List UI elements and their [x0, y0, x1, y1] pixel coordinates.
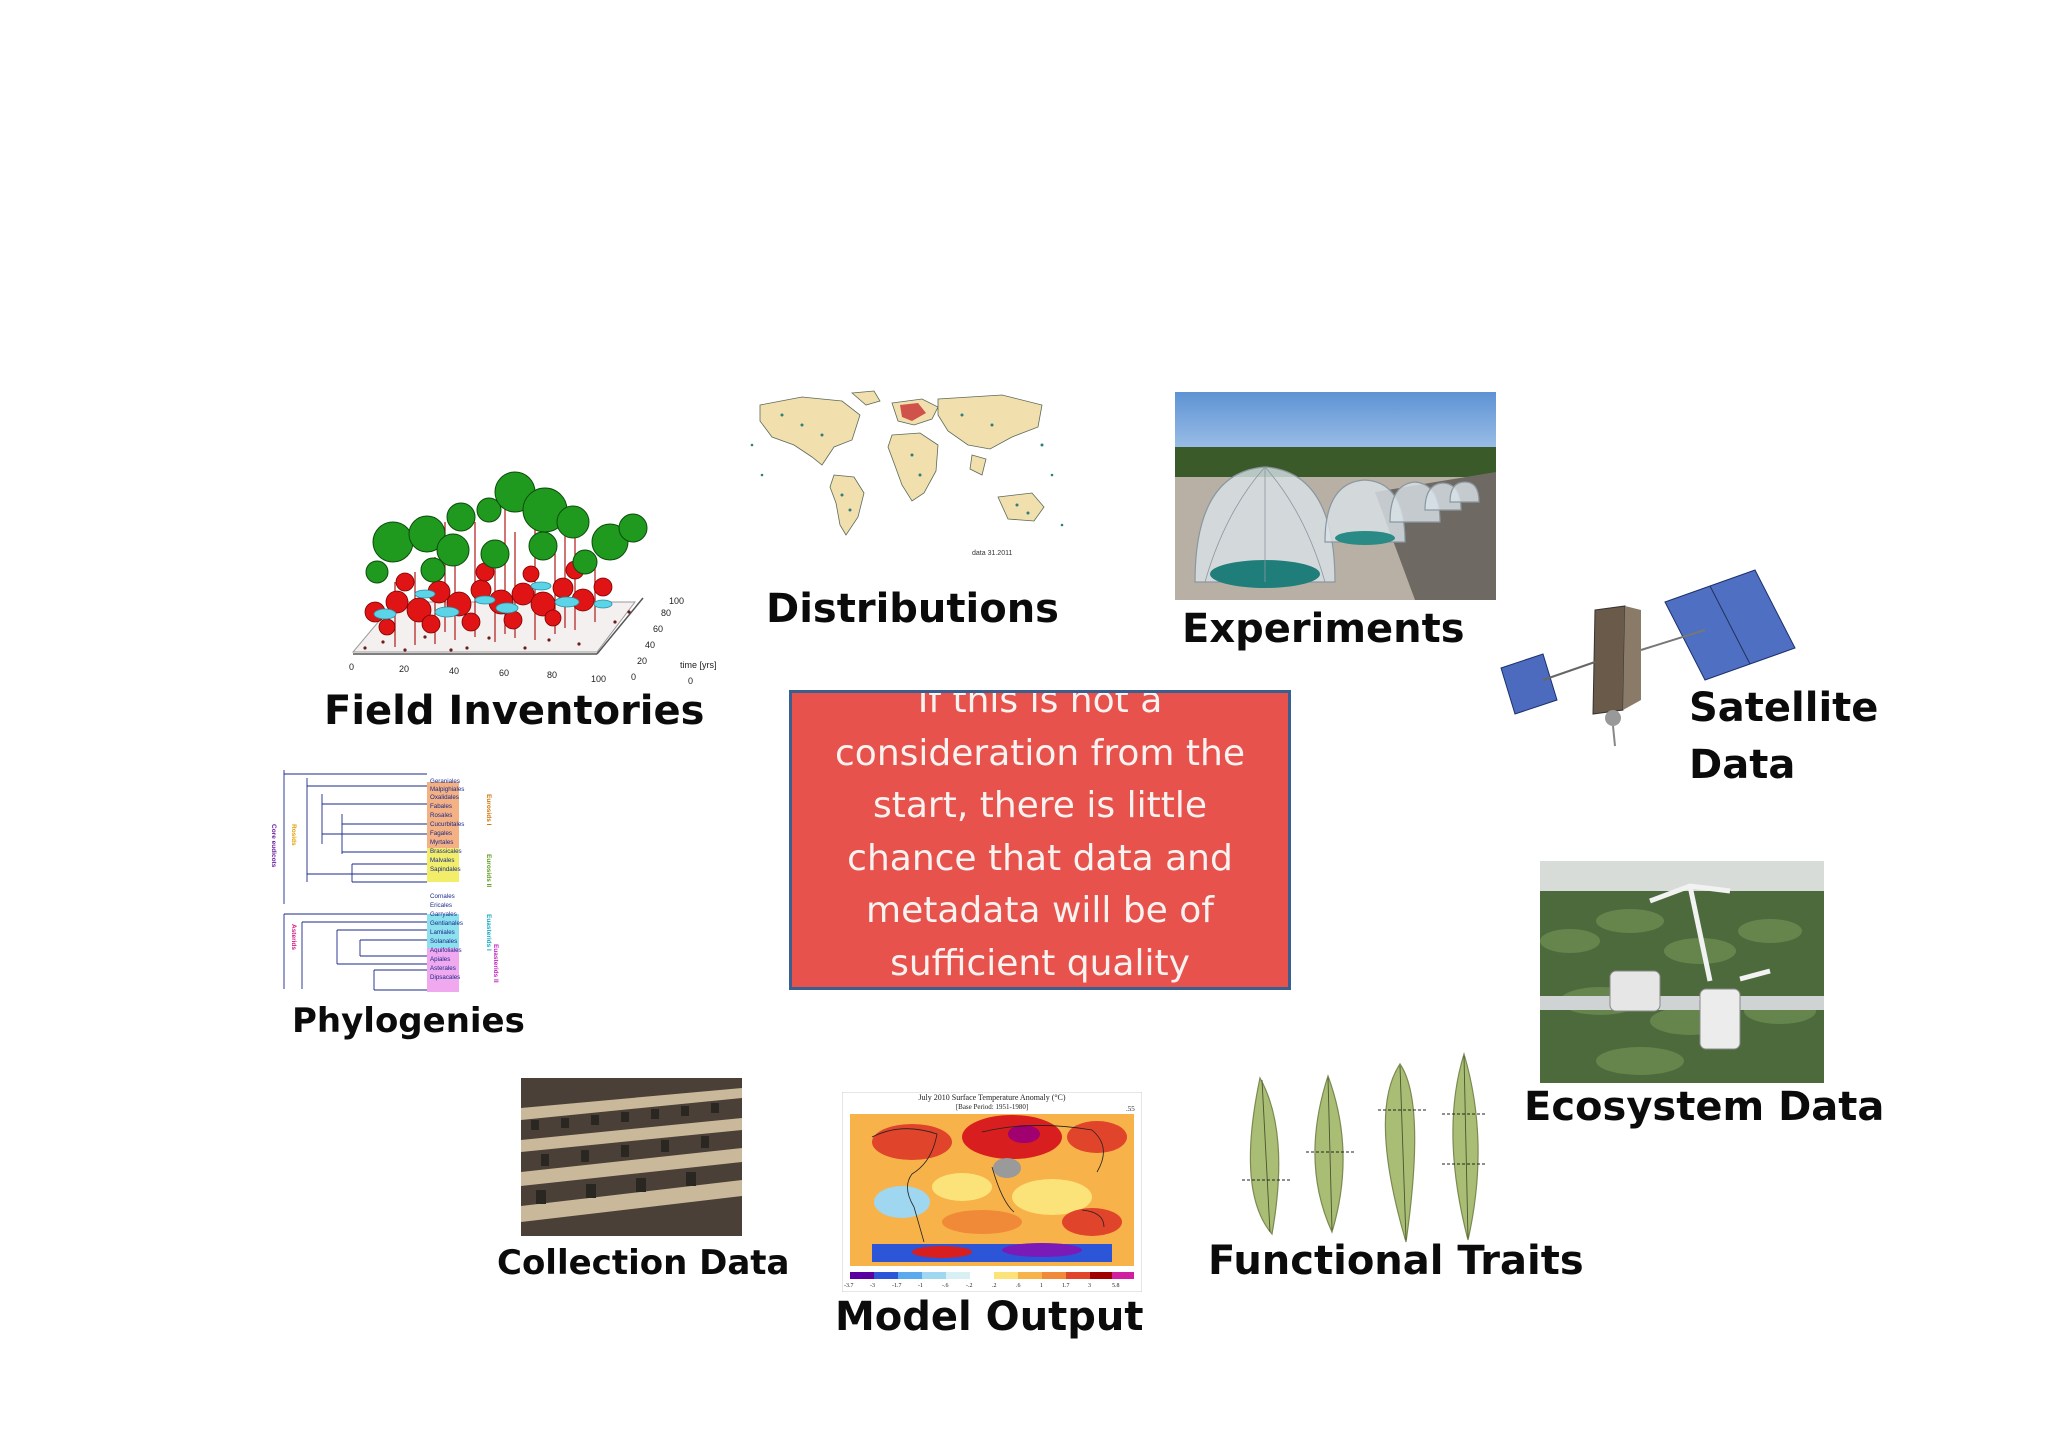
svg-text:Eurosids II: Eurosids II [485, 854, 492, 887]
svg-text:Eurosids I: Eurosids I [485, 794, 492, 826]
svg-text:Rosales: Rosales [430, 812, 452, 819]
svg-text:Euasterids I: Euasterids I [485, 914, 492, 951]
svg-text:Fagales: Fagales [430, 830, 452, 837]
field-inventory-svg: 0 20 40 60 80 100 0 20 40 60 80 100 time… [349, 471, 717, 686]
svg-text:Apiales: Apiales [430, 956, 450, 963]
leaves-svg [1242, 1052, 1486, 1243]
svg-text:Sapindales: Sapindales [430, 866, 461, 873]
map-corner-value: .55 [1126, 1105, 1135, 1113]
svg-text:Geraniales: Geraniales [430, 778, 460, 785]
svg-text:Oxalidales: Oxalidales [430, 794, 459, 801]
experiment-domes-photo [1175, 392, 1496, 600]
label-collection-data: Collection Data [497, 1243, 790, 1283]
svg-text:Brassicales: Brassicales [430, 848, 462, 855]
map-credit: data 31.2011 [972, 550, 1012, 557]
collection-specimens-photo [521, 1078, 742, 1236]
scale-tick: .6 [1016, 1283, 1021, 1289]
label-distributions: Distributions [766, 586, 1059, 632]
x-tick: 60 [499, 668, 509, 678]
scale-tick: 1.7 [1062, 1283, 1070, 1289]
ecosystem-tower-photo [1540, 861, 1824, 1083]
satellite-image [1495, 550, 1800, 750]
svg-text:Rosids: Rosids [290, 824, 297, 846]
label-field-inventories: Field Inventories [324, 688, 705, 734]
x-tick: 80 [547, 670, 557, 680]
svg-text:Asterids: Asterids [290, 924, 297, 950]
y-tick: 60 [653, 624, 663, 634]
svg-text:Malpighiales: Malpighiales [430, 786, 464, 793]
scale-tick: .2 [992, 1283, 997, 1289]
scale-tick: -1 [918, 1283, 923, 1289]
label-phylogenies: Phylogenies [292, 1001, 525, 1041]
distribution-world-map: data 31.2011 [742, 385, 1070, 563]
x-tick: 40 [449, 666, 459, 676]
callout-text: If this is not a consideration from the … [835, 690, 1245, 984]
svg-text:Asterales: Asterales [430, 965, 456, 972]
temperature-anomaly-map: July 2010 Surface Temperature Anomaly (°… [842, 1092, 1142, 1292]
scale-tick: -3 [870, 1283, 875, 1289]
y-axis-label: time [yrs] [680, 660, 717, 670]
label-functional-traits: Functional Traits [1208, 1238, 1584, 1284]
y-tick: 100 [669, 596, 684, 606]
collection-svg [521, 1078, 742, 1236]
scale-tick: 5.8 [1112, 1283, 1120, 1289]
svg-text:Lamiales: Lamiales [430, 929, 455, 936]
svg-text:Garryales: Garryales [430, 911, 457, 918]
map-subtitle: [Base Period: 1951-1980] [956, 1103, 1028, 1111]
x-tick: 20 [399, 664, 409, 674]
scale-tick: 1 [1040, 1283, 1043, 1289]
ecosystem-svg [1540, 861, 1824, 1083]
x-tick: 0 [349, 662, 354, 672]
field-inventory-3d-plot: 0 20 40 60 80 100 0 20 40 60 80 100 time… [335, 462, 720, 697]
svg-text:Aquifoliales: Aquifoliales [430, 947, 462, 954]
label-experiments: Experiments [1182, 606, 1465, 652]
y-tick: 40 [645, 640, 655, 650]
scale-tick: -.2 [966, 1283, 973, 1289]
scale-tick: -3.7 [844, 1283, 854, 1289]
satellite-data-text: Satellite Data [1689, 685, 1879, 788]
svg-text:Gentianales: Gentianales [430, 920, 463, 927]
svg-text:Myrtales: Myrtales [430, 839, 453, 846]
satellite-svg [1500, 569, 1796, 747]
y-tick: 0 [631, 672, 636, 682]
label-ecosystem-data: Ecosystem Data [1524, 1084, 1885, 1130]
label-model-output: Model Output [835, 1294, 1144, 1340]
domes-svg [1175, 392, 1496, 600]
map-title: July 2010 Surface Temperature Anomaly (°… [918, 1093, 1065, 1102]
svg-text:Cucurbitales: Cucurbitales [430, 821, 464, 828]
functional-traits-leaves [1228, 1052, 1492, 1244]
svg-text:Malvales: Malvales [430, 857, 454, 864]
svg-text:Core eudicots: Core eudicots [270, 824, 277, 868]
svg-text:Dipsacales: Dipsacales [430, 974, 460, 981]
y-tick: 20 [637, 656, 647, 666]
svg-text:Fabales: Fabales [430, 803, 452, 810]
svg-text:Solanales: Solanales [430, 938, 457, 945]
scale-tick: -1.7 [892, 1283, 902, 1289]
anomaly-map-svg: July 2010 Surface Temperature Anomaly (°… [842, 1092, 1142, 1292]
scale-tick: 3 [1088, 1283, 1091, 1289]
svg-text:Euasterids II: Euasterids II [492, 944, 499, 983]
z-tick: 0 [688, 676, 693, 686]
world-map-svg: data 31.2011 [750, 390, 1064, 557]
phylogeny-tree: Geraniales Malpighiales Oxalidales Fabal… [262, 764, 502, 994]
svg-text:Cornales: Cornales [430, 893, 455, 900]
y-tick: 80 [661, 608, 671, 618]
scale-tick: -.6 [942, 1283, 949, 1289]
label-satellite-data: Satellite Data [1689, 680, 1929, 794]
phylogeny-svg: Geraniales Malpighiales Oxalidales Fabal… [270, 770, 499, 992]
svg-text:Ericales: Ericales [430, 902, 452, 909]
callout-box: If this is not a consideration from the … [789, 690, 1291, 990]
x-tick: 100 [591, 674, 606, 684]
